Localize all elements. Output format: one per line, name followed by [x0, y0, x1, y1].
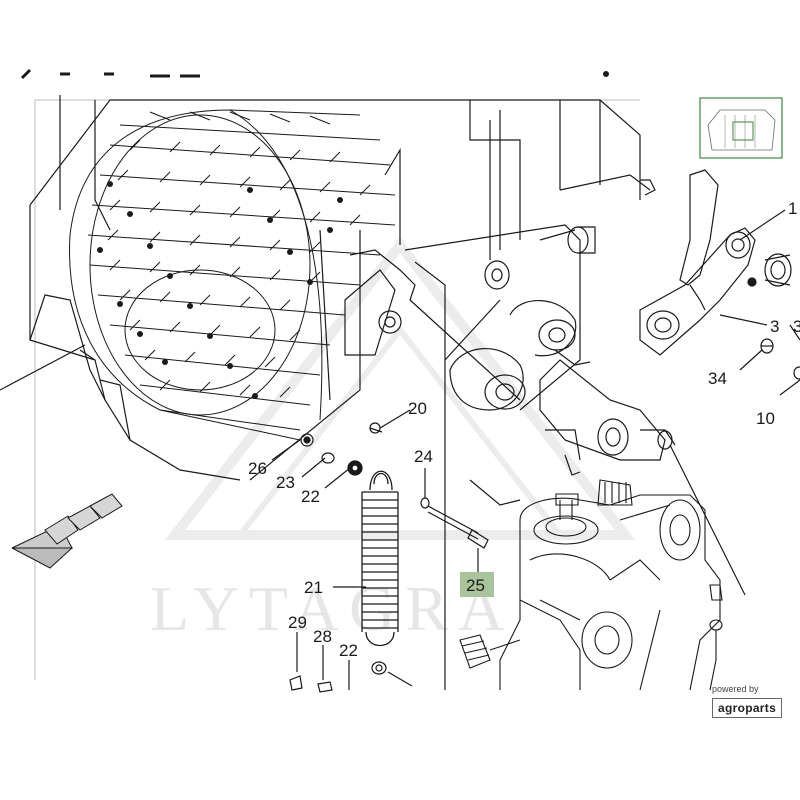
- callout-22[interactable]: 22: [301, 487, 320, 506]
- callout-25[interactable]: 25: [466, 576, 485, 595]
- callout-21[interactable]: 21: [304, 578, 323, 597]
- gearbox: [459, 479, 723, 691]
- callout-25-highlight: [460, 572, 494, 597]
- callout-3[interactable]: 3: [770, 317, 779, 336]
- callout-24[interactable]: 24: [414, 447, 433, 466]
- callout-26[interactable]: 26: [248, 459, 267, 478]
- agroparts-logo: agroparts: [712, 698, 783, 718]
- callout-3-second[interactable]: 3: [793, 317, 800, 336]
- callout-34[interactable]: 34: [708, 369, 727, 388]
- callout-20[interactable]: 20: [408, 399, 427, 418]
- rotor-drum: [69, 109, 396, 441]
- watermark-text: LYTAGRA: [150, 573, 514, 644]
- callout-29[interactable]: 29: [288, 613, 307, 632]
- header-fragments: [20, 68, 609, 80]
- locator-inset: [699, 97, 783, 159]
- rotor-bolts: [97, 181, 343, 399]
- valve-assembly: [639, 169, 800, 380]
- baler-frame: [29, 95, 656, 481]
- callout-1[interactable]: 1: [788, 199, 797, 218]
- spring: [361, 470, 399, 647]
- callout-28[interactable]: 28: [313, 627, 332, 646]
- callout-22-second[interactable]: 22: [339, 641, 358, 660]
- leader-lines: [0, 209, 800, 690]
- direction-arrow-icon: [11, 493, 123, 569]
- callout-23[interactable]: 23: [276, 473, 295, 492]
- callout-labels: 1 3 3 34 10 20 26 23 22 24 25 21 29 28 2…: [248, 199, 800, 660]
- powered-by-label: powered by: [712, 684, 759, 694]
- small-parts: [289, 422, 489, 693]
- callout-10[interactable]: 10: [756, 409, 775, 428]
- drive-shafts: [449, 174, 676, 506]
